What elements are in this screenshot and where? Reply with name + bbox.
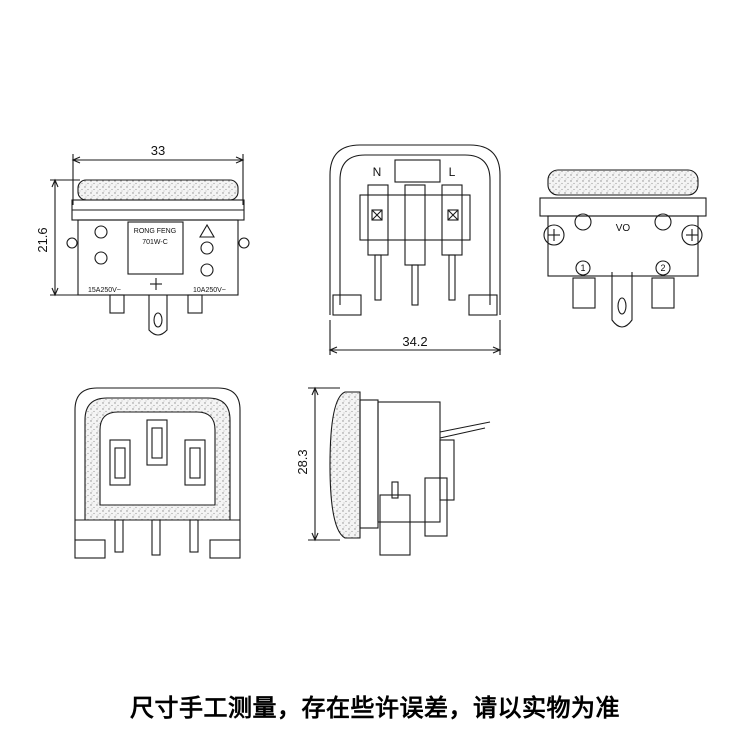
dim-width-top: 33 bbox=[151, 143, 165, 158]
disclaimer-caption: 尺寸手工测量，存在些许误差，请以实物为准 bbox=[130, 694, 620, 722]
socket-slot-e bbox=[146, 419, 168, 466]
pin-label-1: 1 bbox=[580, 263, 585, 273]
socket-slot-n bbox=[109, 439, 131, 486]
pin-label-2: 2 bbox=[660, 263, 665, 273]
rating-left: 15A250V~ bbox=[88, 287, 121, 294]
rubber-cap bbox=[77, 179, 239, 201]
socket-slot-l bbox=[184, 439, 206, 486]
dim-height-top: 21.6 bbox=[35, 227, 50, 252]
part-labels: RONG FENG 701W-C 15A250V~ 10A250V~ N L V… bbox=[88, 165, 666, 294]
pin-label-l: L bbox=[449, 165, 456, 179]
dim-width-side: 34.2 bbox=[402, 334, 427, 349]
rear-view bbox=[328, 144, 502, 355]
dim-height-side: 28.3 bbox=[295, 449, 310, 474]
mark-vo: VO bbox=[616, 223, 631, 234]
brand-line-1: RONG FENG bbox=[134, 228, 176, 235]
dimension-text: 33 21.6 34.2 28.3 bbox=[35, 143, 428, 475]
side-view bbox=[308, 386, 491, 556]
bottom-view bbox=[539, 169, 707, 328]
brand-line-2: 701W-C bbox=[142, 239, 168, 246]
rating-right: 10A250V~ bbox=[193, 287, 226, 294]
pin-label-n: N bbox=[373, 165, 382, 179]
label-plate bbox=[127, 221, 184, 275]
face-view bbox=[74, 387, 241, 559]
front-view bbox=[50, 154, 250, 336]
